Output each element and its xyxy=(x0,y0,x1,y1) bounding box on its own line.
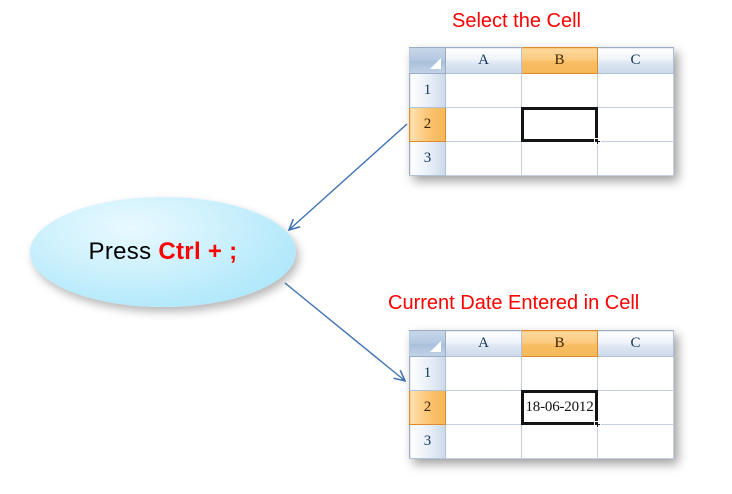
cell-c2[interactable] xyxy=(597,390,674,425)
spreadsheet-grid-bottom[interactable]: A B C 1 2 18-06-2012 3 xyxy=(409,330,674,459)
callout-prefix: Press xyxy=(88,238,159,265)
cell-c1[interactable] xyxy=(597,73,674,108)
cell-b1[interactable] xyxy=(521,356,598,391)
column-header-row: A B C xyxy=(409,330,674,357)
cell-b2-active[interactable]: 18-06-2012 xyxy=(521,390,601,428)
cell-b2-value: 18-06-2012 xyxy=(525,399,594,415)
arrow-from-callout-to-bottom-sheet xyxy=(284,282,404,380)
column-header-row: A B C xyxy=(409,47,674,74)
select-the-cell-sheet[interactable]: A B C 1 2 3 xyxy=(409,47,674,176)
table-row: 3 xyxy=(409,424,674,459)
table-row: 2 xyxy=(409,107,674,145)
column-header-a[interactable]: A xyxy=(445,330,522,357)
cell-a3[interactable] xyxy=(445,424,522,459)
select-all-triangle-icon xyxy=(430,58,441,69)
cell-a1[interactable] xyxy=(445,356,522,391)
press-ctrl-semicolon-callout: Press Ctrl + ; xyxy=(30,197,296,307)
table-row: 1 xyxy=(409,356,674,391)
column-header-c[interactable]: C xyxy=(597,47,674,74)
select-all-corner-cell[interactable] xyxy=(409,47,446,74)
row-header-2[interactable]: 2 xyxy=(409,390,446,425)
cell-b3[interactable] xyxy=(521,141,598,176)
top-sheet-title: Select the Cell xyxy=(452,10,581,32)
active-cell-selection-border xyxy=(521,107,598,142)
table-row: 2 18-06-2012 xyxy=(409,390,674,428)
row-header-1[interactable]: 1 xyxy=(409,356,446,391)
cell-b2-active[interactable] xyxy=(521,107,601,145)
cell-c3[interactable] xyxy=(597,424,674,459)
select-all-triangle-icon xyxy=(430,341,441,352)
bottom-sheet-title: Current Date Entered in Cell xyxy=(388,292,640,314)
column-header-c[interactable]: C xyxy=(597,330,674,357)
cell-b1[interactable] xyxy=(521,73,598,108)
select-all-corner-cell[interactable] xyxy=(409,330,446,357)
column-header-b[interactable]: B xyxy=(521,47,598,74)
cell-c1[interactable] xyxy=(597,356,674,391)
cell-a1[interactable] xyxy=(445,73,522,108)
row-header-2[interactable]: 2 xyxy=(409,107,446,142)
row-header-3[interactable]: 3 xyxy=(409,141,446,176)
callout-shortcut: Ctrl + ; xyxy=(158,238,238,265)
current-date-entered-sheet[interactable]: A B C 1 2 18-06-2012 3 xyxy=(409,330,674,459)
table-row: 3 xyxy=(409,141,674,176)
cell-c3[interactable] xyxy=(597,141,674,176)
cell-a3[interactable] xyxy=(445,141,522,176)
row-header-3[interactable]: 3 xyxy=(409,424,446,459)
cell-c2[interactable] xyxy=(597,107,674,142)
row-header-1[interactable]: 1 xyxy=(409,73,446,108)
column-header-b[interactable]: B xyxy=(521,330,598,357)
callout-text: Press Ctrl + ; xyxy=(89,238,238,266)
spreadsheet-grid-top[interactable]: A B C 1 2 3 xyxy=(409,47,674,176)
column-header-a[interactable]: A xyxy=(445,47,522,74)
table-row: 1 xyxy=(409,73,674,108)
cell-b3[interactable] xyxy=(521,424,598,459)
cell-a2[interactable] xyxy=(445,390,522,425)
arrow-to-callout-from-top-sheet xyxy=(290,123,408,229)
cell-a2[interactable] xyxy=(445,107,522,142)
